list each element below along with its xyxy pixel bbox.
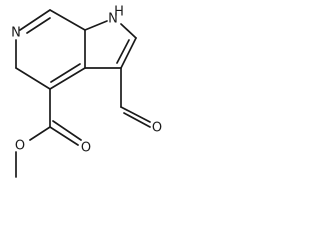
bond-cho-o <box>120 106 151 123</box>
bond-c7-c7a <box>49 9 86 31</box>
atom-ring-nitrogen: N <box>11 26 21 41</box>
bond-c7-n6 <box>19 9 51 31</box>
bond-n1-c2 <box>120 23 137 39</box>
atom-nh-hydrogen: H <box>114 5 124 20</box>
atom-carbonyl-oxygen: O <box>81 141 91 156</box>
bond-c2-c3-inner <box>116 39 130 64</box>
bond-ester-carbonyl-o <box>49 126 79 146</box>
bond-c4-c3a <box>49 67 86 90</box>
bond-ester-o <box>29 126 51 141</box>
bond-c4-c3a-inner <box>50 63 81 83</box>
bond-cho-o-double <box>123 112 151 128</box>
bond-c2-c3 <box>120 37 137 69</box>
bond-c7a-n1 <box>84 20 108 31</box>
atom-nh-nitrogen: N <box>108 12 118 27</box>
bond-c5-c4 <box>15 67 51 90</box>
bond-c7-n6-inner <box>26 17 51 34</box>
bond-ester-carbonyl-o-double <box>52 120 82 141</box>
atom-ester-oxygen: O <box>15 139 25 154</box>
structural-formula: N H N O O O <box>11 5 162 178</box>
atom-aldehyde-oxygen: O <box>152 121 162 136</box>
